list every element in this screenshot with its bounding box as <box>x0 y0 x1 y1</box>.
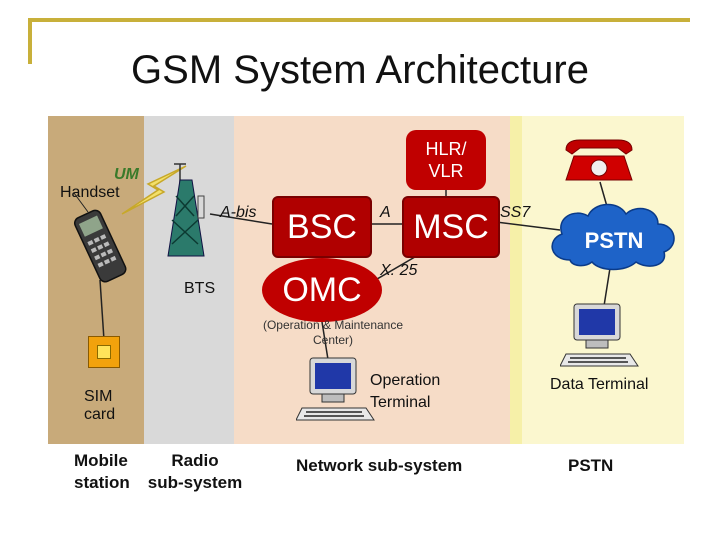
hlr-vlr-node: HLR/VLR <box>406 130 486 190</box>
radio-subsystem-caption: Radio sub-system <box>144 450 246 494</box>
radio-subsystem-zone <box>144 116 234 444</box>
sim-card-label-line1: SIM <box>84 388 113 405</box>
data-terminal-link <box>603 267 611 307</box>
pstn-cloud-label: PSTN <box>584 228 644 253</box>
page-title: GSM System Architecture <box>131 48 589 92</box>
x25-link <box>371 253 421 283</box>
operation-terminal-label: Operation Terminal <box>370 370 440 414</box>
pstn-caption: PSTN <box>568 456 614 475</box>
title-accent-horizontal <box>28 18 690 22</box>
abis-interface-label: A-bis <box>220 204 257 221</box>
sim-card-label-line2: card <box>84 406 116 423</box>
handset-pointer <box>73 192 89 213</box>
mobile-station-caption: Mobile station <box>74 450 130 494</box>
omc-description-line1: (Operation & Maintenance <box>262 318 404 332</box>
pstn-cloud-icon <box>551 203 675 271</box>
operation-terminal-label-line1: Operation <box>370 372 441 389</box>
radio-subsystem-caption-line2: sub-system <box>147 473 243 492</box>
data-terminal-icon <box>560 303 639 367</box>
omc-node: OMC <box>262 258 382 322</box>
data-terminal-label: Data Terminal <box>550 376 649 393</box>
bts-tower-icon <box>167 163 205 257</box>
abis-link <box>209 213 273 225</box>
ss7-link <box>495 221 561 231</box>
telephone-icon <box>565 139 633 181</box>
omc-description-line2: Center) <box>312 333 353 347</box>
pstn-zone-edge <box>510 116 522 444</box>
sim-card-icon <box>88 336 120 368</box>
ss7-label: SS7 <box>500 204 531 221</box>
radio-link-lightning-icon <box>121 165 187 215</box>
mobile-station-caption-line2: station <box>74 473 130 492</box>
operation-terminal-icon <box>296 357 375 421</box>
title-accent-vertical <box>28 18 32 64</box>
a-interface-label: A <box>380 204 391 221</box>
hlr-label: HLR/ <box>425 139 467 159</box>
msc-node: MSC <box>402 196 500 258</box>
mobile-phone-icon <box>73 209 127 283</box>
mobile-station-zone <box>48 116 144 444</box>
handset-label: Handset <box>60 184 120 201</box>
network-subsystem-caption: Network sub-system <box>296 456 463 475</box>
operation-terminal-label-line2: Terminal <box>370 394 431 411</box>
um-interface-label: UM <box>114 166 139 183</box>
radio-subsystem-caption-line1: Radio <box>171 451 219 470</box>
omc-description: (Operation & Maintenance Center) <box>248 318 418 348</box>
x25-label: X. 25 <box>380 262 418 279</box>
vlr-label: VLR <box>428 161 464 181</box>
bts-label: BTS <box>184 280 216 297</box>
bsc-node: BSC <box>272 196 372 258</box>
sim-card-label: SIM card <box>84 388 115 424</box>
sim-link <box>99 279 105 341</box>
mobile-station-caption-line1: Mobile <box>74 451 128 470</box>
